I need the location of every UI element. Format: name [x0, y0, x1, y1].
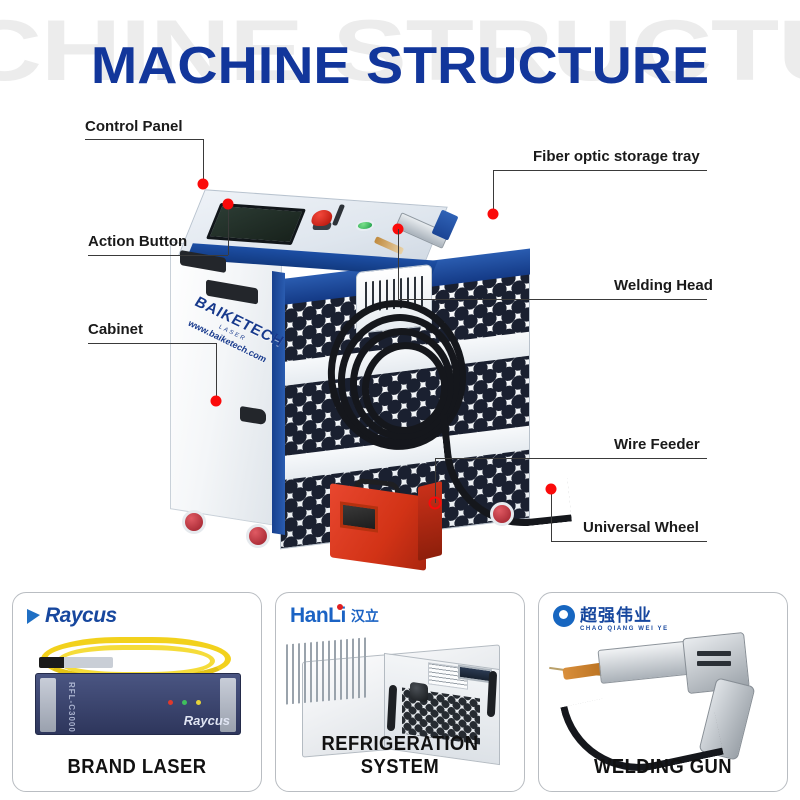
control-panel-screen[interactable] — [205, 202, 307, 246]
chaoqiang-pinyin: CHAO QIANG WEI YE — [580, 625, 669, 632]
leader-line-control-panel-v — [203, 139, 204, 184]
marker-cabinet — [210, 395, 222, 407]
leader-line-wire-feeder — [435, 458, 707, 459]
marker-control-panel — [197, 178, 209, 190]
chiller-power-knob — [410, 681, 428, 703]
laser-model-label: RFL-C3000 — [67, 682, 76, 733]
cabinet-blue-stripe — [272, 270, 285, 536]
leader-line-fiber-tray — [493, 170, 707, 171]
marker-wire-feeder — [428, 496, 442, 510]
universal-wheel-caster — [182, 510, 206, 534]
card-caption-refrigeration: REFRIGERATION SYSTEM — [321, 733, 479, 778]
machine-diagram: BAIKETECH LASER www.baiketech.com — [0, 100, 800, 590]
leader-line-action-button-v — [228, 204, 229, 255]
wire-feeder-unit — [330, 477, 442, 571]
chaoqiang-chinese-name: 超强伟业 — [580, 605, 652, 625]
card-welding-gun[interactable]: 超强伟业 CHAO QIANG WEI YE WELDING GUN — [538, 592, 788, 792]
marker-fiber-tray — [487, 208, 499, 220]
wire-feeder-side — [418, 481, 442, 561]
card-caption-brand-laser: BRAND LASER — [67, 756, 207, 778]
hanli-wordmark: HanLi — [290, 604, 346, 627]
page-header: MACHINE STRUCTURE MACHINE STRUCTURE — [0, 0, 800, 118]
hanli-logo: HanLi 汉立 — [290, 603, 379, 629]
leader-line-control-panel — [85, 139, 203, 140]
wire-feeder-display — [340, 501, 378, 533]
leader-line-welding-head — [398, 299, 707, 300]
page-title: MACHINE STRUCTURE — [90, 37, 710, 95]
leader-line-universal-wheel — [551, 541, 707, 542]
welding-gun-barrel — [597, 640, 697, 684]
leader-line-cabinet-v — [216, 343, 217, 401]
hanli-dot-icon — [337, 604, 343, 610]
leader-line-wire-feeder-v — [435, 458, 436, 503]
header-watermark: MACHINE STRUCTURE — [0, 3, 800, 99]
raycus-wordmark: Raycus — [45, 604, 117, 627]
hanli-chinese-name: 汉立 — [350, 608, 379, 624]
welding-gun-product-image — [539, 627, 787, 786]
raycus-logo: Raycus — [27, 603, 117, 629]
marker-action-button — [222, 198, 234, 210]
leader-line-fiber-tray-v — [493, 170, 494, 214]
leader-line-cabinet — [88, 343, 216, 344]
universal-wheel-caster — [490, 502, 514, 526]
leader-line-welding-head-v — [398, 229, 399, 299]
product-cards: Raycus RFL-C3000 Raycus BRAND LASER — [0, 588, 800, 800]
card-brand-laser[interactable]: Raycus RFL-C3000 Raycus BRAND LASER — [12, 592, 262, 792]
leader-line-universal-wheel-v — [551, 489, 552, 541]
callout-label-control-panel: Control Panel — [85, 118, 183, 135]
chaoqiang-q-icon — [553, 605, 575, 627]
callout-label-wire-feeder: Wire Feeder — [614, 436, 700, 453]
leader-line-action-button — [88, 255, 228, 256]
laser-source-unit: RFL-C3000 Raycus — [35, 673, 241, 735]
raycus-chevron-icon — [27, 608, 40, 624]
chaoqiang-logo: 超强伟业 CHAO QIANG WEI YE — [553, 603, 669, 632]
laser-unit-brand: Raycus — [183, 713, 230, 728]
universal-wheel-caster — [246, 524, 270, 548]
callout-label-fiber-tray: Fiber optic storage tray — [533, 148, 700, 165]
laser-product-image: RFL-C3000 Raycus — [13, 627, 261, 755]
card-refrigeration-system[interactable]: HanLi 汉立 REFRIGERATION SYSTEM — [275, 592, 525, 792]
callout-label-welding-head: Welding Head — [614, 277, 713, 294]
callout-label-cabinet: Cabinet — [88, 321, 144, 338]
machine-illustration: BAIKETECH LASER www.baiketech.com — [160, 180, 590, 571]
callout-label-action-button: Action Button — [88, 233, 188, 250]
fiber-connector — [39, 657, 113, 668]
card-caption-welding-gun: WELDING GUN — [594, 756, 732, 778]
chiller-side-vents — [286, 637, 366, 705]
callout-label-universal-wheel: Universal Wheel — [583, 519, 699, 536]
marker-universal-wheel — [545, 483, 557, 495]
